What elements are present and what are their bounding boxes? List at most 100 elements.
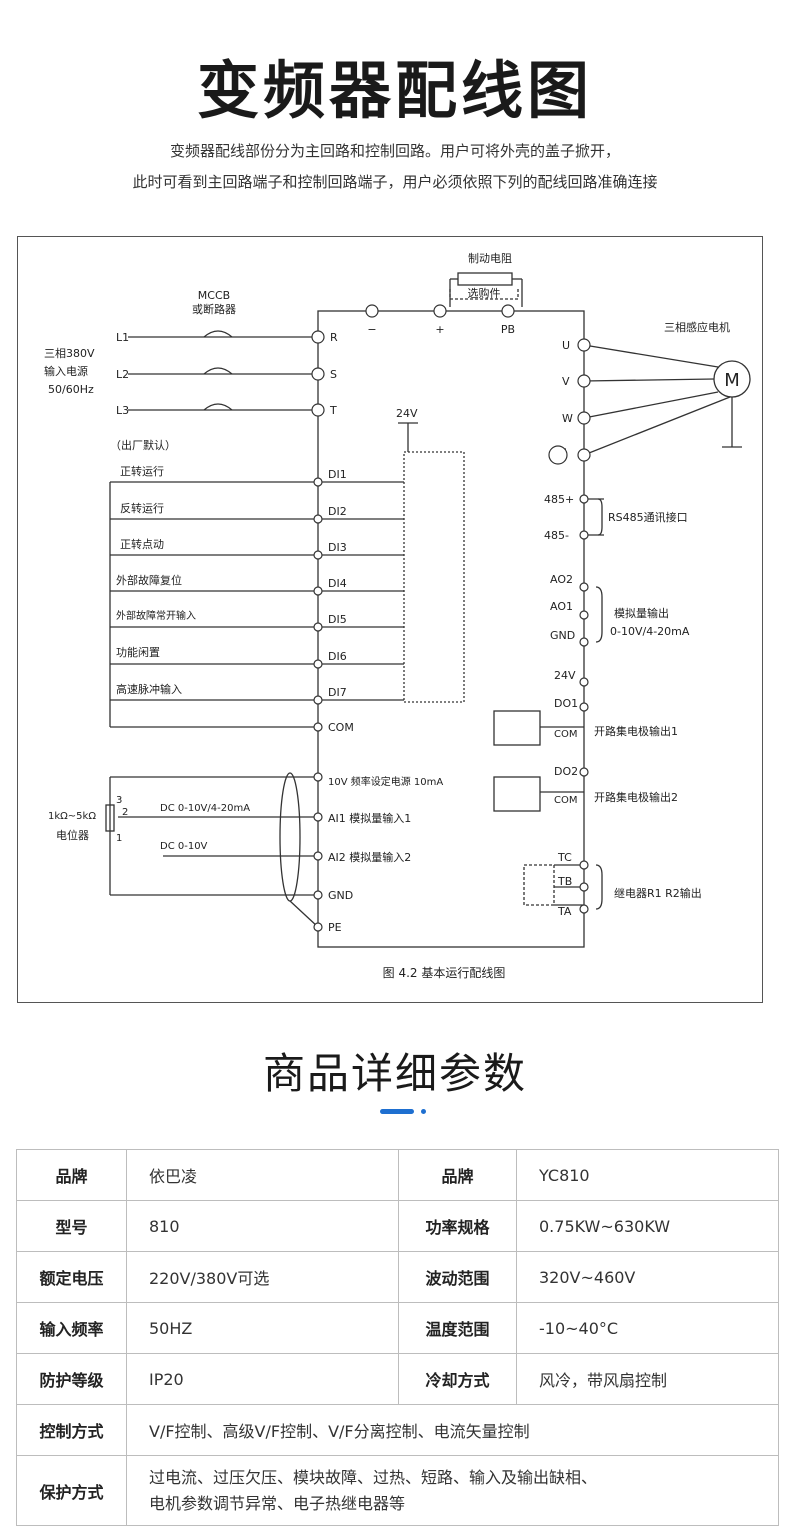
specs-table: 品牌 依巴凌 品牌 YC810 型号 810 功率规格 0.75KW~630KW… [16, 1149, 779, 1526]
spec-value: IP20 [126, 1353, 399, 1405]
freq-source-label: 10V 频率设定电源 10mA [328, 775, 443, 788]
supply-24v-label: 24V [396, 407, 418, 420]
spec-key: 防护等级 [16, 1353, 127, 1405]
power-supply-label-1: 三相380V [44, 347, 95, 360]
terminal-do2: DO2 [554, 765, 578, 778]
dc-range-2: DC 0-10V [160, 841, 208, 852]
terminal-ao-gnd: GND [550, 629, 575, 642]
spec-key: 型号 [16, 1200, 127, 1252]
terminal-tb: TB [557, 875, 572, 888]
terminal-di3: DI3 [328, 541, 347, 554]
pot-pin-1: 1 [116, 833, 122, 844]
table-row: 品牌 依巴凌 品牌 YC810 [16, 1149, 779, 1201]
breaker-label-2: 或断路器 [192, 302, 236, 316]
spec-key: 品牌 [16, 1149, 127, 1201]
terminal-di2: DI2 [328, 505, 347, 518]
motor-symbol: M [724, 370, 740, 391]
spec-value: 320V~460V [516, 1251, 779, 1303]
input-label-2: 反转运行 [120, 501, 164, 515]
oc-output-2-label: 开路集电极输出2 [594, 790, 678, 804]
title-accent-bar [380, 1109, 414, 1114]
ai1-label: AI1 模拟量输入1 [328, 811, 411, 825]
terminal-com: COM [328, 721, 354, 734]
line-label-l3: L3 [116, 404, 129, 417]
terminal-485-minus: 485- [544, 529, 569, 542]
table-row: 控制方式 V/F控制、高级V/F控制、V/F分离控制、电流矢量控制 [16, 1404, 779, 1456]
pot-range-label: 1kΩ~5kΩ [48, 811, 96, 822]
spec-value: 50HZ [126, 1302, 399, 1354]
table-row: 型号 810 功率规格 0.75KW~630KW [16, 1200, 779, 1252]
terminal-ao2: AO2 [550, 573, 573, 586]
input-label-5: 外部故障常开输入 [116, 609, 196, 622]
protection-line-1: 过电流、过压欠压、模块故障、过热、短路、输入及输出缺相、 [149, 1467, 598, 1487]
terminal-ta: TA [557, 905, 572, 918]
ai2-label: AI2 模拟量输入2 [328, 850, 411, 864]
dc-terminal-plus: + [435, 323, 444, 336]
analog-out-label-1: 模拟量输出 [614, 606, 669, 620]
line-label-l1: L1 [116, 331, 129, 344]
diagram-caption: 图 4.2 基本运行配线图 [383, 966, 506, 980]
motor-label: 三相感应电机 [664, 320, 730, 334]
input-label-7: 高速脉冲输入 [116, 682, 182, 696]
terminal-v: V [562, 375, 570, 388]
spec-value: -10~40°C [516, 1302, 779, 1354]
terminal-t: T [329, 404, 337, 417]
spec-value: V/F控制、高级V/F控制、V/F分离控制、电流矢量控制 [126, 1404, 779, 1456]
terminal-do1: DO1 [554, 697, 578, 710]
power-supply-label-2: 输入电源 [44, 364, 88, 378]
spec-key: 额定电压 [16, 1251, 127, 1303]
terminal-r: R [330, 331, 338, 344]
pot-label: 电位器 [56, 828, 89, 842]
spec-value: 0.75KW~630KW [516, 1200, 779, 1252]
rs485-label: RS485通讯接口 [608, 511, 688, 524]
terminal-di4: DI4 [328, 577, 347, 590]
spec-value: YC810 [516, 1149, 779, 1201]
spec-value: 810 [126, 1200, 399, 1252]
wiring-diagram: 制动电阻 选购件 − + PB MCCB 或断路器 三相380V 输入电源 50… [17, 236, 763, 1003]
relay-label: 继电器R1 R2输出 [614, 886, 702, 900]
terminal-do2-com: COM [554, 795, 577, 806]
pot-pin-2: 2 [122, 807, 128, 818]
spec-key: 冷却方式 [398, 1353, 517, 1405]
terminal-right-24v: 24V [554, 669, 576, 682]
input-label-3: 正转点动 [120, 537, 164, 551]
intro-text-line-1: 变频器配线部份分为主回路和控制回路。用户可将外壳的盖子掀开， [169, 142, 620, 160]
terminal-w: W [562, 412, 573, 425]
pe-label: PE [328, 921, 342, 934]
terminal-u: U [562, 339, 570, 352]
input-label-1: 正转运行 [120, 464, 164, 478]
terminal-ao1: AO1 [550, 600, 573, 613]
table-row: 防护等级 IP20 冷却方式 风冷，带风扇控制 [16, 1353, 779, 1405]
spec-key: 温度范围 [398, 1302, 517, 1354]
analog-out-label-2: 0-10V/4-20mA [610, 625, 690, 638]
table-row: 保护方式 过电流、过压欠压、模块故障、过热、短路、输入及输出缺相、 电机参数调节… [16, 1455, 779, 1526]
spec-key: 波动范围 [398, 1251, 517, 1303]
spec-value: 220V/380V可选 [126, 1251, 399, 1303]
terminal-tc: TC [557, 851, 572, 864]
terminal-di7: DI7 [328, 686, 347, 699]
input-label-6: 功能闲置 [116, 645, 160, 659]
title-accent-dot [421, 1109, 426, 1114]
intro-text-line-2: 此时可看到主回路端子和控制回路端子，用户必须依照下列的配线回路准确连接 [132, 173, 658, 191]
oc-output-1-label: 开路集电极输出1 [594, 724, 678, 738]
spec-key: 功率规格 [398, 1200, 517, 1252]
specs-title: 商品详细参数 [262, 1049, 527, 1098]
brake-resistor-symbol [457, 272, 513, 286]
table-row: 额定电压 220V/380V可选 波动范围 320V~460V [16, 1251, 779, 1303]
brake-resistor-label: 制动电阻 [468, 252, 512, 265]
spec-key: 保护方式 [16, 1455, 127, 1526]
terminal-s: S [330, 368, 337, 381]
spec-value: 依巴凌 [126, 1149, 399, 1201]
breaker-label-1: MCCB [198, 289, 230, 302]
optional-part-label: 选购件 [468, 286, 501, 300]
spec-value: 过电流、过压欠压、模块故障、过热、短路、输入及输出缺相、 电机参数调节异常、电子… [126, 1455, 779, 1526]
terminal-di6: DI6 [328, 650, 347, 663]
table-row: 输入频率 50HZ 温度范围 -10~40°C [16, 1302, 779, 1354]
power-supply-label-3: 50/60Hz [48, 383, 94, 396]
pot-pin-3: 3 [116, 795, 122, 806]
terminal-di5: DI5 [328, 613, 347, 626]
spec-key: 输入频率 [16, 1302, 127, 1354]
terminal-di1: DI1 [328, 468, 347, 481]
line-label-l2: L2 [116, 368, 129, 381]
dc-terminal-pb: PB [501, 323, 515, 336]
